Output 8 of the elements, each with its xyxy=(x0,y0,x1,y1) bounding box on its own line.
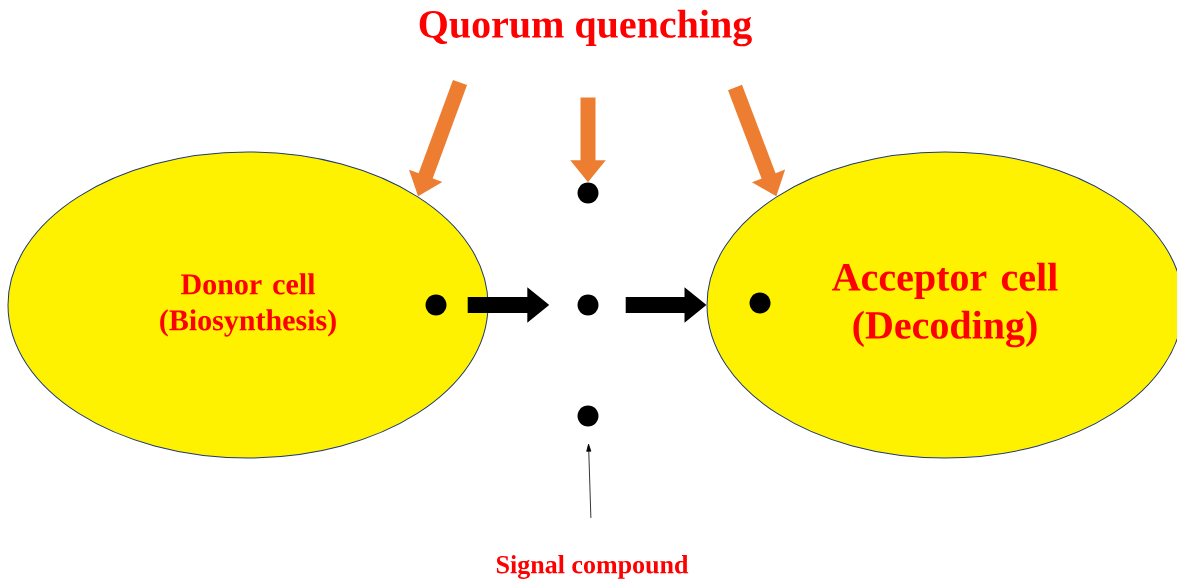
signal-dot xyxy=(425,294,447,316)
signal-dot xyxy=(749,292,771,314)
signal-dot xyxy=(577,182,599,204)
signal-dot xyxy=(577,294,599,316)
callout-label: Signal compound xyxy=(496,555,689,579)
title-text: Quorum quenching xyxy=(419,9,752,47)
arrow xyxy=(586,443,592,519)
signal-dot xyxy=(577,405,599,427)
